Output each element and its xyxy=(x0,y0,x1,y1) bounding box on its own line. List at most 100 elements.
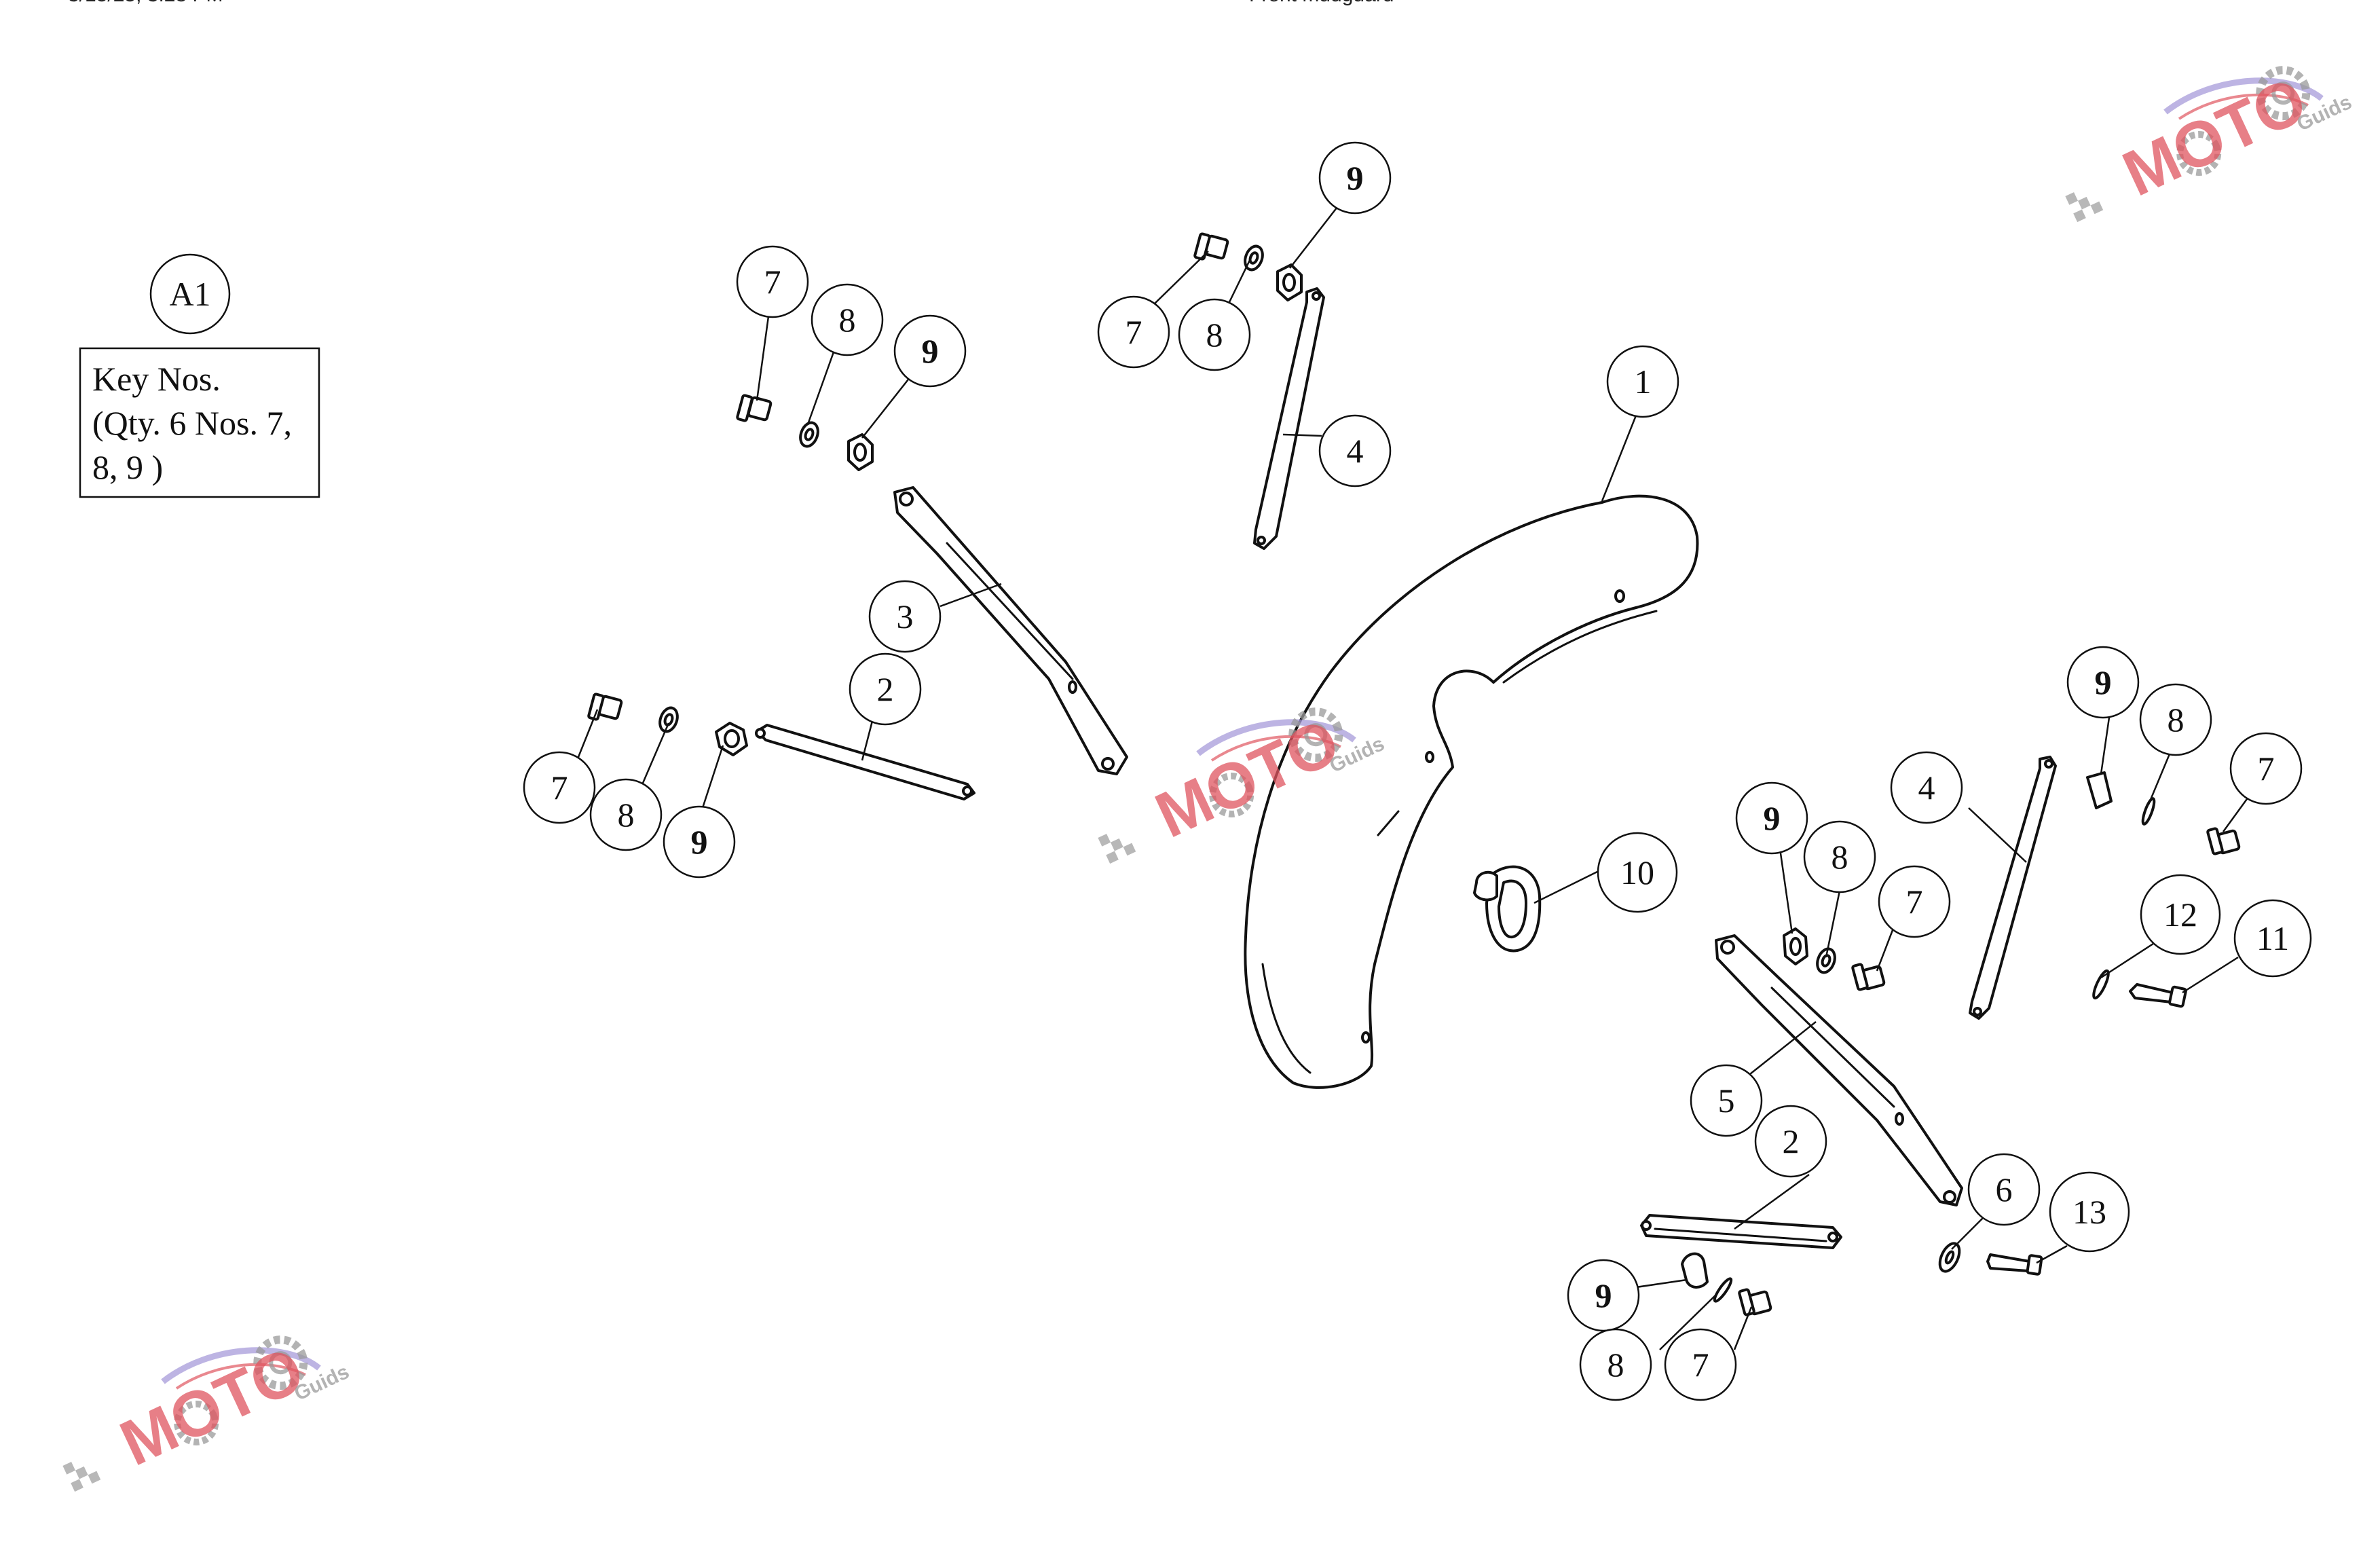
callout-9: 9 xyxy=(1318,141,1392,215)
callout-4: 4 xyxy=(1890,751,1963,824)
svg-text:7: 7 xyxy=(1906,883,1923,921)
svg-text:6: 6 xyxy=(1996,1170,2013,1208)
svg-text:9: 9 xyxy=(1347,159,1364,197)
part-bolt xyxy=(1193,232,1229,261)
svg-text:8: 8 xyxy=(2168,701,2184,739)
callout-6: 6 xyxy=(1967,1153,2041,1226)
header-title: Front mudguard xyxy=(1249,0,1394,6)
callout-7: 7 xyxy=(523,751,596,824)
callout-3: 3 xyxy=(868,580,942,653)
callout-10: 10 xyxy=(1597,832,1678,913)
svg-text:8: 8 xyxy=(1607,1346,1624,1384)
callout-7: 7 xyxy=(1878,865,1951,938)
svg-text:7: 7 xyxy=(1692,1346,1709,1384)
callout-9: 9 xyxy=(2066,646,2140,719)
part-stay-left-flat xyxy=(755,724,975,800)
svg-text:8: 8 xyxy=(839,301,856,339)
svg-text:9: 9 xyxy=(691,823,708,861)
key-note-line-1: Key Nos. xyxy=(92,360,221,398)
part-bolt-13 xyxy=(1986,1253,2043,1276)
part-washer xyxy=(658,706,679,733)
svg-text:3: 3 xyxy=(897,597,914,635)
watermark-logo: MOTO Guids xyxy=(52,1332,352,1499)
svg-text:1: 1 xyxy=(1635,363,1652,401)
callout-9: 9 xyxy=(1567,1259,1640,1332)
part-stay-right-flat xyxy=(1640,1214,1842,1249)
callout-11: 11 xyxy=(2233,899,2312,978)
callouts: A1 7 8 9 9 7 8 4 xyxy=(149,141,2312,1401)
part-washer xyxy=(2141,797,2156,826)
part-nut xyxy=(1681,1252,1709,1289)
svg-text:2: 2 xyxy=(1783,1122,1800,1160)
callout-4: 4 xyxy=(1318,414,1392,487)
svg-text:9: 9 xyxy=(1595,1276,1612,1314)
svg-text:8: 8 xyxy=(1206,316,1223,354)
part-rod-upper xyxy=(1253,287,1325,550)
callout-8: 8 xyxy=(1803,820,1876,893)
watermark-logo: MOTO Guids xyxy=(2055,62,2355,229)
part-rod-right xyxy=(1969,756,2057,1020)
svg-text:9: 9 xyxy=(2095,663,2112,701)
svg-text:9: 9 xyxy=(1764,799,1781,837)
key-note-line-3: 8, 9 ) xyxy=(92,448,163,486)
callout-9: 9 xyxy=(1735,781,1808,855)
callout-7: 7 xyxy=(2229,732,2303,805)
svg-text:2: 2 xyxy=(877,670,894,708)
svg-text:9: 9 xyxy=(922,332,939,370)
callout-9: 9 xyxy=(893,314,967,388)
part-nut xyxy=(847,433,874,471)
svg-text:11: 11 xyxy=(2256,919,2289,957)
svg-text:5: 5 xyxy=(1718,1082,1735,1120)
header-timestamp: 3/15/25, 3:28 PM xyxy=(68,0,223,6)
part-long-bolt xyxy=(2129,983,2187,1008)
part-stay-right-long xyxy=(1715,934,1963,1206)
part-bolt xyxy=(1738,1288,1772,1316)
part-spacer xyxy=(2092,969,2110,1000)
svg-text:7: 7 xyxy=(1126,313,1142,351)
callout-8: 8 xyxy=(2139,683,2212,756)
part-washer xyxy=(1713,1277,1733,1303)
key-note-line-2: (Qty. 6 Nos. 7, xyxy=(92,404,292,442)
part-nut xyxy=(1783,927,1808,965)
svg-text:4: 4 xyxy=(1347,432,1364,470)
part-bolt xyxy=(587,693,623,721)
callout-8: 8 xyxy=(1178,298,1251,371)
svg-text:13: 13 xyxy=(2072,1193,2106,1231)
callout-5: 5 xyxy=(1690,1064,1763,1137)
callout-7: 7 xyxy=(1097,295,1170,369)
callout-7: 7 xyxy=(1664,1328,1737,1401)
part-bolt xyxy=(1851,963,1886,991)
callout-key-a1: A1 xyxy=(149,253,231,335)
svg-text:A1: A1 xyxy=(169,275,210,313)
part-stay-left-long xyxy=(893,486,1128,775)
part-bolt xyxy=(736,394,773,422)
part-washer xyxy=(799,421,819,448)
svg-text:8: 8 xyxy=(1832,838,1848,876)
callout-9: 9 xyxy=(663,805,736,879)
svg-text:7: 7 xyxy=(764,263,781,301)
key-note-box xyxy=(79,347,320,498)
leader-lines xyxy=(576,206,2252,1350)
svg-text:7: 7 xyxy=(551,769,568,807)
callout-8: 8 xyxy=(1579,1328,1652,1401)
callout-2: 2 xyxy=(1754,1105,1827,1178)
part-bolt xyxy=(2206,827,2241,855)
part-nut xyxy=(1276,263,1303,301)
part-nut xyxy=(2086,771,2113,809)
svg-text:10: 10 xyxy=(1620,853,1654,891)
part-washer xyxy=(1816,947,1836,974)
part-washer-6 xyxy=(1938,1242,1961,1273)
svg-text:12: 12 xyxy=(2163,896,2197,934)
part-nut xyxy=(715,722,748,756)
callout-12: 12 xyxy=(2140,874,2221,955)
part-mudguard xyxy=(1244,494,1699,1089)
svg-text:4: 4 xyxy=(1918,769,1935,807)
callout-7: 7 xyxy=(736,245,809,318)
callout-2: 2 xyxy=(849,652,922,726)
svg-text:8: 8 xyxy=(618,796,635,834)
part-grommet xyxy=(1473,865,1542,953)
callout-1: 1 xyxy=(1606,345,1679,418)
callout-8: 8 xyxy=(589,778,663,851)
svg-text:7: 7 xyxy=(2258,750,2275,788)
